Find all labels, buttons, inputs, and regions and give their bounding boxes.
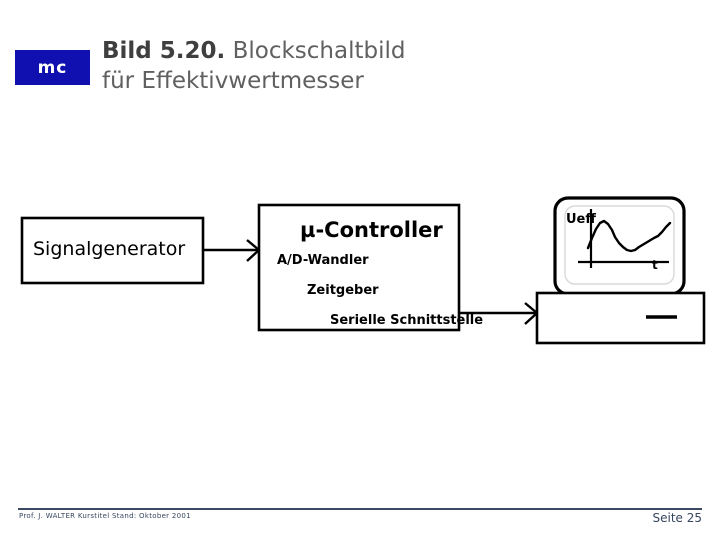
- page-title: Bild 5.20. Blockschaltbild für Effektivw…: [102, 36, 662, 96]
- title-line-2: für Effektivwertmesser: [102, 68, 364, 94]
- slide-header: mc Bild 5.20. Blockschaltbild für Effekt…: [0, 0, 720, 120]
- title-figure-name: Blockschaltbild: [225, 38, 406, 64]
- node-label-serielle-schnittstelle: Serielle Schnittstelle: [330, 313, 484, 328]
- footer-author-info: Prof. J. WALTER Kurstitel Stand: Oktober…: [19, 512, 191, 520]
- node-signalgenerator[interactable]: [20, 216, 205, 285]
- node-label-ad-wandler: A/D-Wandler: [277, 253, 369, 268]
- screen-y-axis-label: Ueff: [566, 212, 596, 227]
- title-line-1: Bild 5.20. Blockschaltbild: [102, 36, 662, 66]
- footer-divider: [18, 508, 702, 510]
- footer-page-number: Seite 25: [652, 511, 702, 525]
- node-microcontroller[interactable]: [257, 203, 461, 332]
- screen-x-axis-label: t: [652, 258, 658, 272]
- node-pc-base[interactable]: [535, 291, 706, 345]
- connector-signalgenerator-to-controller: [203, 239, 261, 262]
- mc-logo-badge: mc: [15, 50, 90, 85]
- node-label-microcontroller: µ-Controller: [300, 218, 443, 242]
- node-label-signalgenerator: Signalgenerator: [33, 238, 186, 260]
- node-label-zeitgeber: Zeitgeber: [307, 283, 379, 298]
- logo-text: mc: [37, 57, 68, 78]
- title-figure-number: Bild 5.20.: [102, 38, 226, 64]
